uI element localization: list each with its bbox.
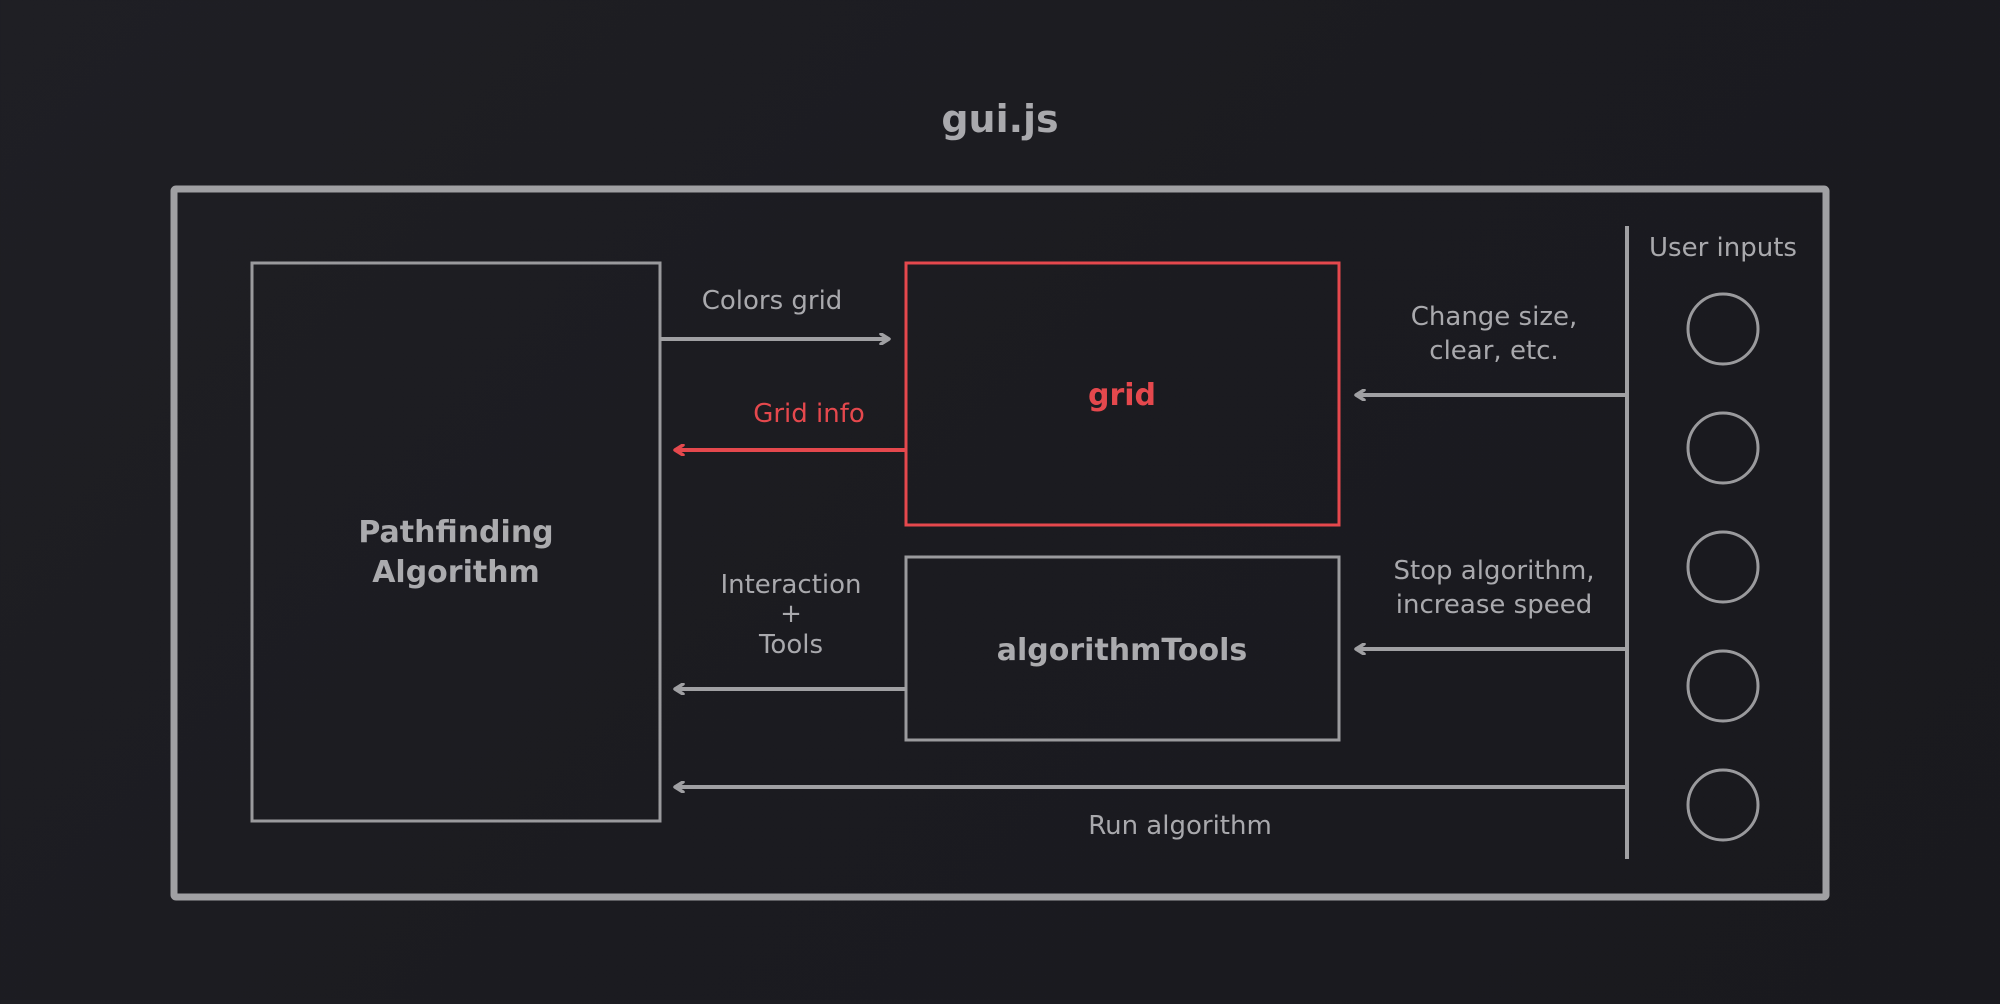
stop-algorithm-label-line2: increase speed: [1396, 590, 1592, 620]
algorithm-tools-box: [904, 555, 1341, 742]
diagram-title: gui.js: [941, 97, 1058, 141]
run-algorithm-label: Run algorithm: [1088, 811, 1272, 841]
stop-algorithm-label-line1: Stop algorithm,: [1393, 556, 1594, 586]
algorithm-tools-label: algorithmTools: [997, 633, 1248, 668]
user-input-button-4[interactable]: [1686, 649, 1760, 723]
interaction-label-line1: Interaction: [720, 570, 861, 600]
pathfinding-algorithm-label-line1: Pathfinding: [358, 515, 553, 550]
interaction-label-line3: Tools: [758, 630, 823, 660]
pathfinding-algorithm-box: [250, 261, 662, 823]
change-size-label-line2: clear, etc.: [1429, 336, 1558, 366]
pathfinding-algorithm-label-line2: Algorithm: [372, 555, 540, 590]
gui-container: [170, 185, 1830, 901]
change-size-label-line1: Change size,: [1411, 302, 1578, 332]
user-input-button-2[interactable]: [1686, 411, 1760, 485]
user-inputs-label: User inputs: [1649, 233, 1797, 263]
grid-label: grid: [1088, 378, 1156, 413]
colors-grid-label: Colors grid: [702, 286, 843, 316]
grid-info-label: Grid info: [753, 399, 865, 429]
user-input-button-5[interactable]: [1686, 768, 1760, 842]
user-input-button-3[interactable]: [1686, 530, 1760, 604]
grid-box: [904, 261, 1341, 527]
interaction-label-line2: +: [780, 599, 802, 629]
user-input-button-1[interactable]: [1686, 292, 1760, 366]
